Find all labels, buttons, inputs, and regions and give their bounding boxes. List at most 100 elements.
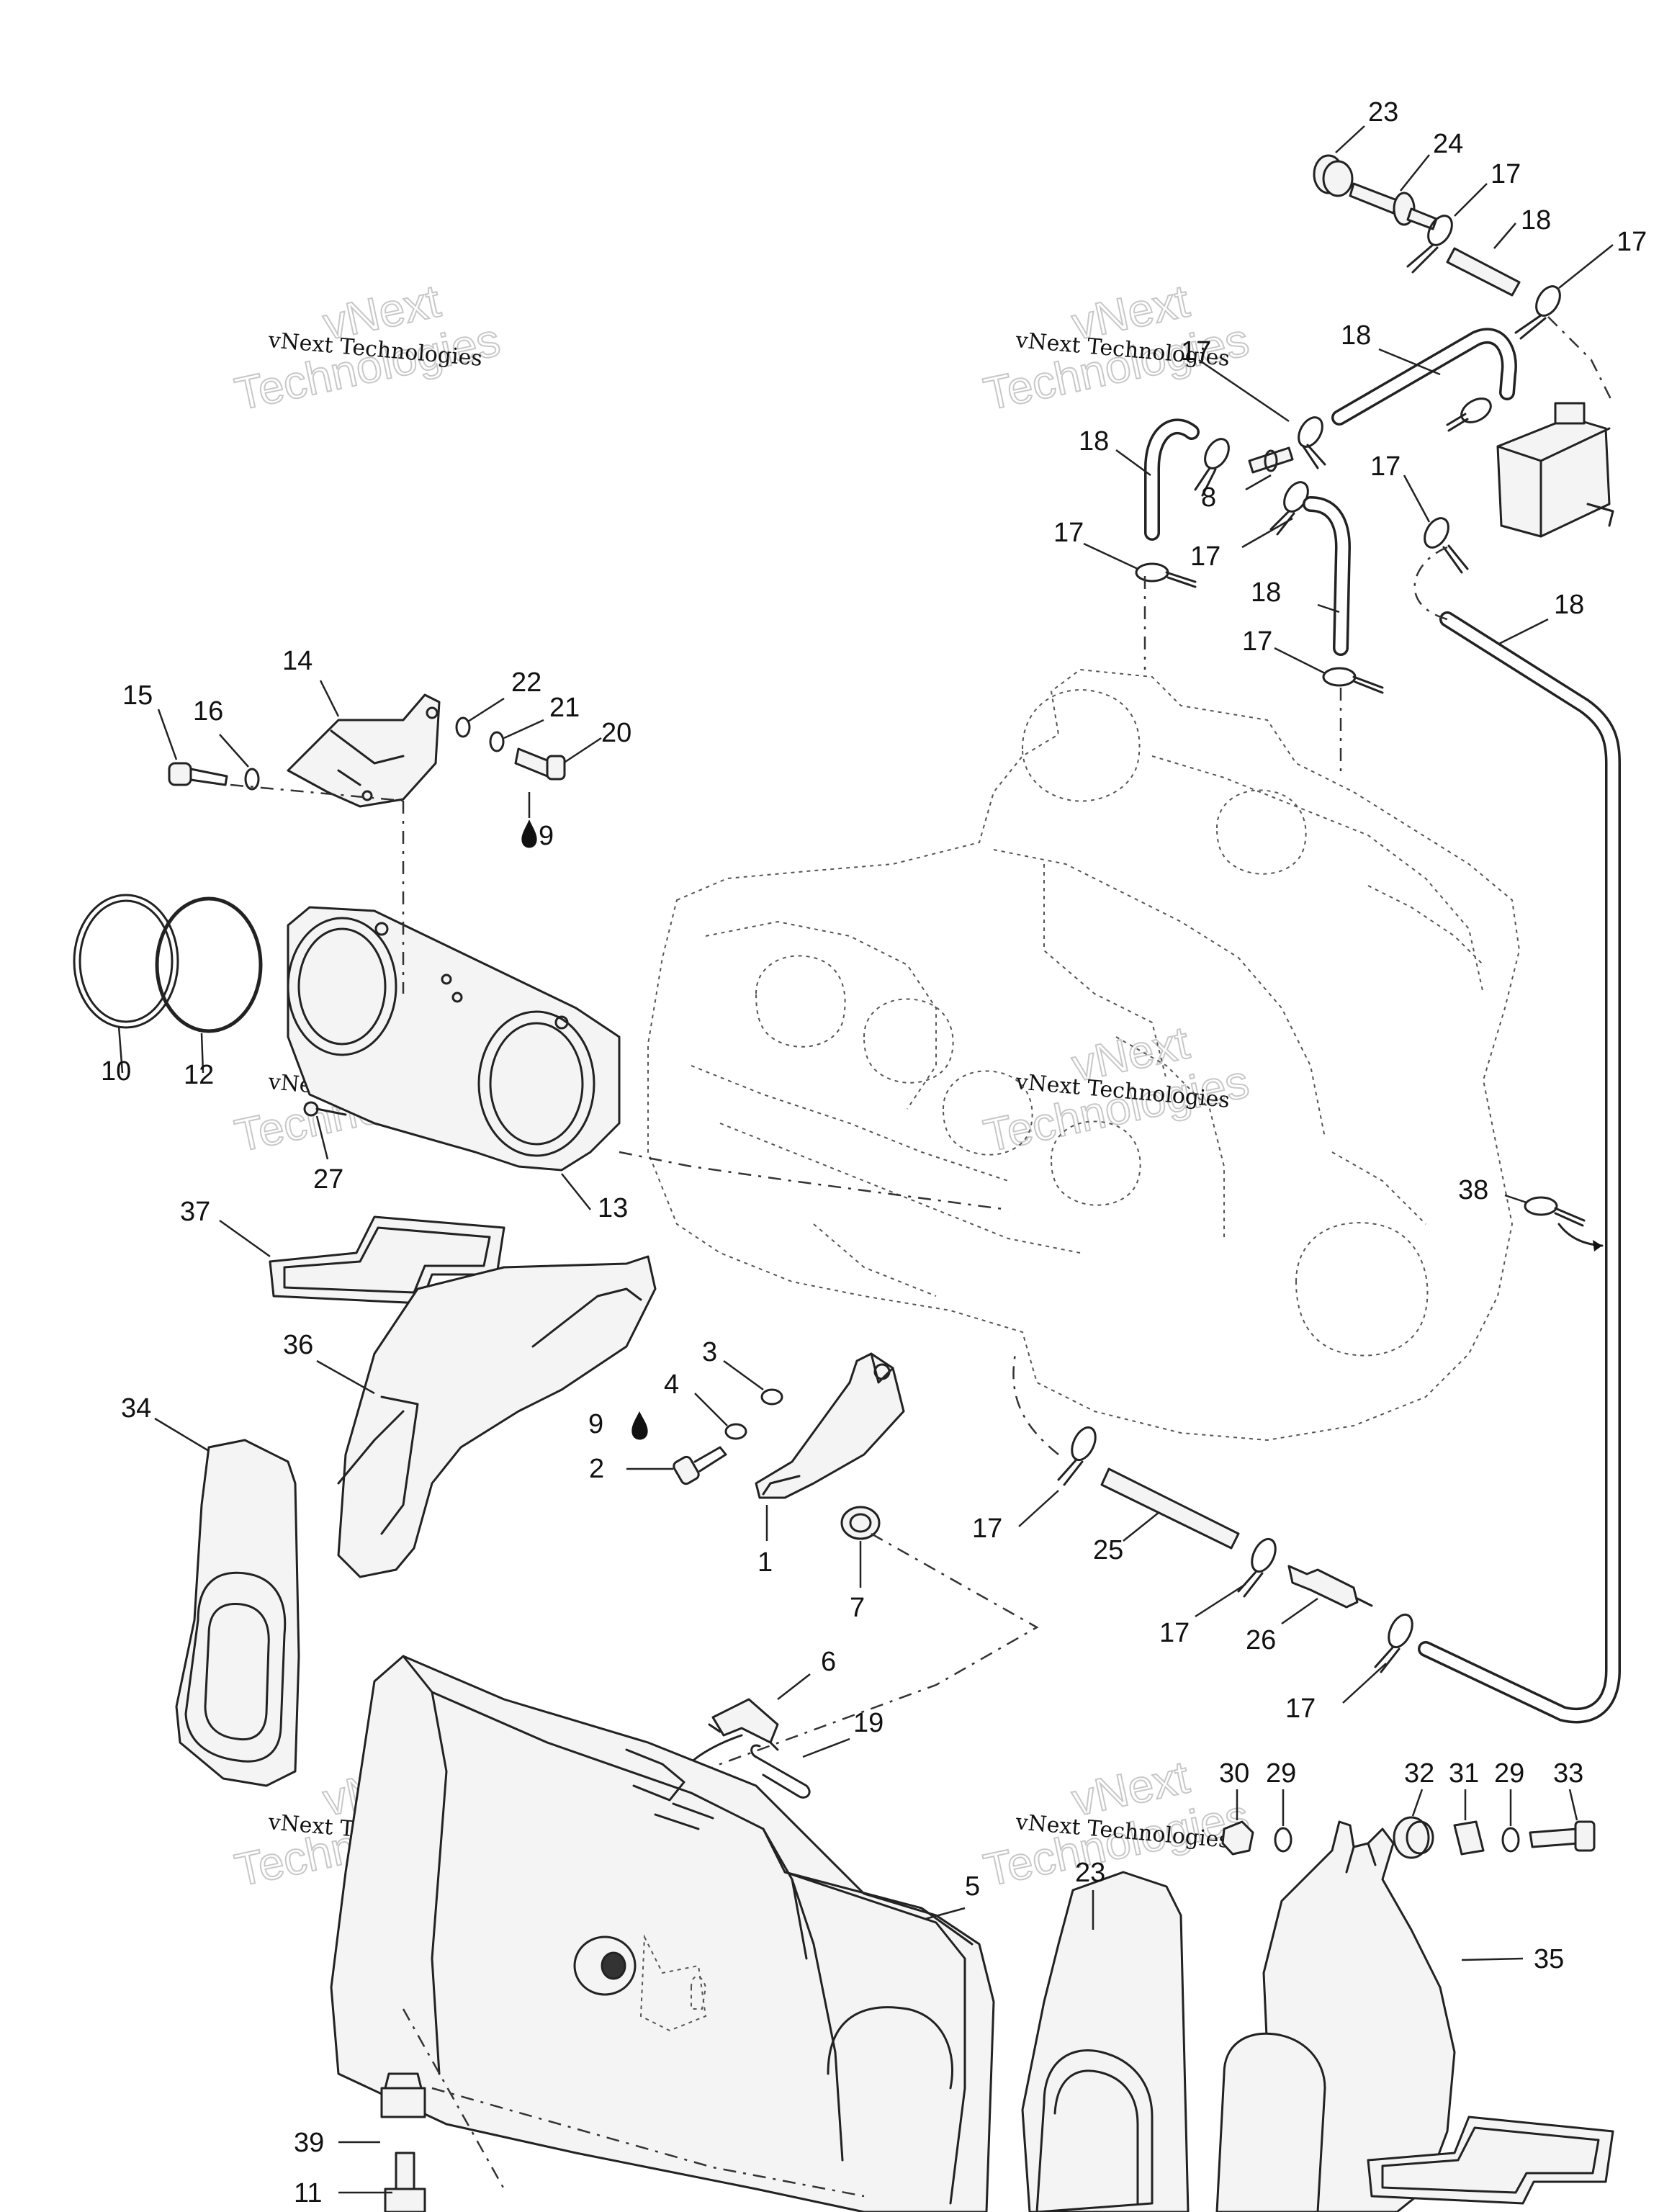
callout-18: 18 [1079,426,1109,457]
part-26-filter [1287,1565,1373,1609]
part-17-clamp [1298,416,1326,469]
part-17-clamp [1322,667,1384,694]
callout-16: 16 [193,696,223,727]
part-24-fitting [1349,182,1438,230]
lower-right-parts [1021,1816,1614,2212]
part-18-u-hose [1144,418,1200,541]
callout-17: 17 [1159,1618,1190,1648]
part-12-o-ring [155,896,263,1033]
callout-29: 29 [1494,1758,1524,1789]
part-17-clamp [1057,1426,1097,1486]
callout-8: 8 [1201,482,1216,513]
part-29-washer [1274,1827,1292,1853]
center-bracket-group [626,1352,1039,1809]
part-31-spacer [1453,1820,1485,1856]
part-9-threadlocker-drop [631,1411,648,1440]
callout-25: 25 [1093,1535,1123,1565]
callout-17: 17 [1242,626,1272,657]
part-18-long-hose [1418,611,1621,1724]
callout-17: 17 [1617,227,1647,257]
callout-33: 33 [1553,1758,1583,1789]
mid-left-panels [175,1215,657,1787]
callout-18: 18 [1251,577,1281,608]
callout-19: 19 [853,1708,884,1738]
part-17-clamp [1237,1537,1277,1598]
callout-34: 34 [121,1393,151,1424]
part-32-grommet [1393,1816,1434,1859]
part-17-clamp [1446,397,1492,432]
part-10-ring [73,894,179,1029]
part-39-fitting [380,2072,426,2118]
part-36-duct [337,1255,657,1578]
callout-14: 14 [282,646,313,676]
callout-29: 29 [1266,1758,1296,1789]
callout-6: 6 [821,1647,836,1677]
part-6-clip [683,1698,779,1773]
callout-17: 17 [1285,1694,1316,1724]
part-14-bracket [287,693,441,808]
callout-36: 36 [283,1330,313,1360]
callout-9: 9 [539,821,554,851]
part-19-pin [750,1744,811,1799]
callout-18: 18 [1341,320,1371,351]
callout-17: 17 [972,1514,1002,1544]
callout-18: 18 [1521,205,1551,235]
drain-hose-group [1012,1196,1604,1673]
callout-2: 2 [589,1454,604,1484]
callout-31: 31 [1449,1758,1479,1789]
callout-20: 20 [601,718,631,748]
callout-5: 5 [965,1871,980,1902]
part-16-washer [244,768,260,791]
callout-3: 3 [702,1337,717,1367]
part-18-bent-hose-right [1303,496,1352,656]
part-4-washer [724,1423,747,1440]
callout-7: 7 [850,1593,865,1623]
part-17-clamp [1135,562,1197,588]
part-5-airbox [330,1655,995,2212]
part-23-boot [1021,1871,1326,2212]
part-23-cap [1313,154,1354,197]
part-valve-solenoid [1496,402,1614,538]
part-30-nut [1221,1820,1254,1856]
part-37-gasket-lower [1367,2116,1614,2205]
part-17-clamp [1424,517,1469,574]
callout-24: 24 [1433,129,1463,159]
part-33-bolt [1529,1820,1596,1852]
part-17-clamp [1194,438,1230,497]
leader-lines [117,125,1614,2194]
part-20-screw [514,747,566,781]
callout-22: 22 [511,667,541,698]
part-3-washer [760,1388,783,1406]
part-17-clamp [1406,215,1453,274]
callout-11: 11 [294,2178,322,2208]
part-8-connector [1248,446,1294,474]
part-13-throttle-body [287,906,621,1172]
callout-17: 17 [1491,159,1521,189]
part-34-boot [175,1439,300,1787]
callout-17: 17 [1053,518,1084,548]
part-18-short-hose [1446,247,1521,297]
callout-17: 17 [1370,451,1401,482]
part-17-clamp [1269,481,1309,536]
callout-35: 35 [1534,1944,1564,1974]
callout-10: 10 [101,1056,131,1087]
callout-17: 17 [1181,336,1211,367]
part-21-lock-washer [489,731,505,752]
callout-23: 23 [1368,97,1398,127]
part-38-clamp [1524,1196,1604,1251]
callout-38: 38 [1458,1175,1488,1205]
part-18-bent-hose [1331,328,1517,426]
callout-26: 26 [1246,1625,1276,1655]
callout-27: 27 [313,1164,343,1195]
part-2-screw [673,1446,727,1485]
callout-23: 23 [1075,1858,1105,1888]
part-29-washer [1501,1827,1520,1853]
callout-17: 17 [1190,541,1220,572]
part-11-fitting [384,2152,426,2212]
callout-13: 13 [598,1193,628,1223]
callout-39: 39 [294,2128,324,2158]
callout-4: 4 [664,1370,679,1400]
part-22-washer [455,716,471,738]
vent-hose-group [1135,154,1621,1724]
